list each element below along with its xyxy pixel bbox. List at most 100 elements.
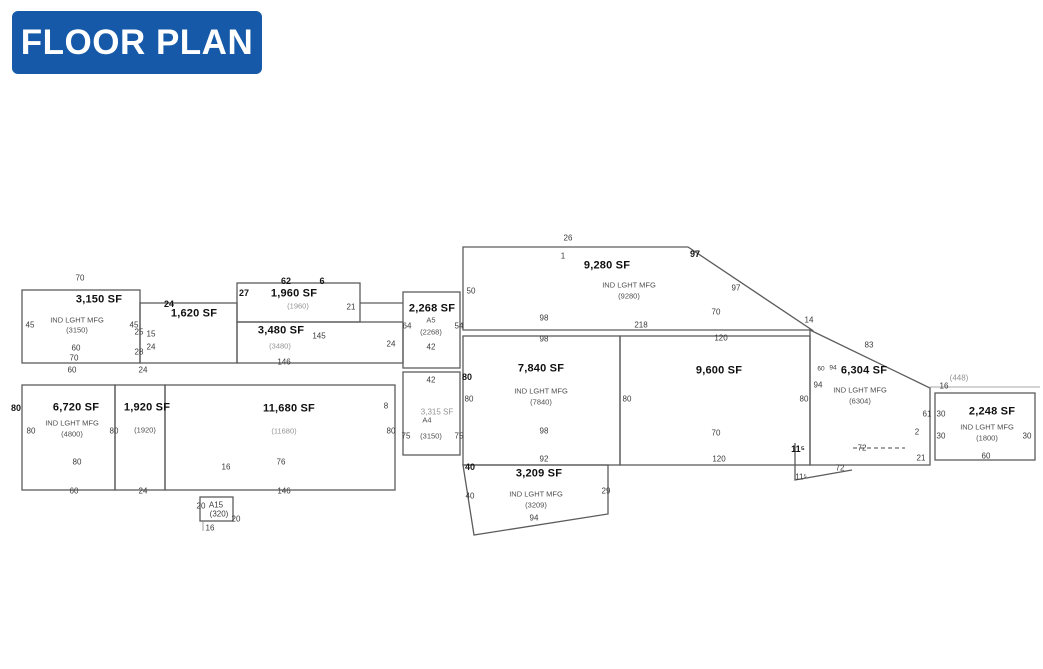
- dim-label: 16: [221, 462, 231, 472]
- unit-3150-code-label: (3150): [66, 325, 88, 335]
- unit-1960-sf-label: 1,960 SF: [270, 287, 318, 300]
- dim-label: 60: [69, 486, 79, 496]
- dim-label: 70: [711, 428, 721, 438]
- dim-label: 92: [539, 454, 549, 464]
- unit-9280-code-label: (9280): [618, 291, 640, 301]
- dim-label: 70: [75, 273, 85, 283]
- dim-label: 1: [560, 251, 566, 261]
- dim-label: 98: [539, 334, 549, 344]
- dim-label: 45: [129, 320, 139, 330]
- unit-3209-use-label: IND LGHT MFG: [509, 489, 563, 499]
- unit-3150-use-label: IND LGHT MFG: [50, 315, 104, 325]
- unit-2248-sf-label: 2,248 SF: [968, 405, 1016, 418]
- unit-a4-suite-label: A4: [422, 415, 432, 425]
- dim-label: 54: [454, 321, 464, 331]
- dim-label: 72: [857, 443, 867, 453]
- unit-11680-outline: [164, 384, 396, 491]
- dim-label: 24: [138, 486, 148, 496]
- dim-label: 75: [454, 431, 464, 441]
- unit-1920-code-label: (1920): [134, 425, 156, 435]
- unit-2248-code-label: (1800): [976, 433, 998, 443]
- dim-label: 80: [386, 426, 396, 436]
- unit-2268-suite-label: A5: [426, 315, 436, 325]
- dim-label: 42: [426, 375, 436, 385]
- dim-label: 80: [10, 402, 22, 413]
- unit-2268-code-label: (2268): [420, 327, 442, 337]
- dim-label: 98: [539, 313, 549, 323]
- dim-label: 20: [231, 514, 241, 524]
- dim-label: 80: [461, 371, 473, 382]
- unit-3209-code-label: (3209): [525, 500, 547, 510]
- unit-a15-suite-label: A15: [208, 500, 224, 510]
- dim-label: (448): [949, 373, 969, 383]
- unit-a4-outline: [402, 371, 461, 456]
- unit-11680-sf-label: 11,680 SF: [263, 402, 315, 415]
- dim-label: 30: [936, 409, 946, 419]
- dim-label: 8: [383, 401, 389, 411]
- unit-6720-sf-label: 6,720 SF: [52, 401, 100, 414]
- dim-label: 70: [711, 307, 721, 317]
- dim-label: 2: [914, 427, 920, 437]
- dim-label: 218: [634, 320, 648, 330]
- dim-label: 21: [916, 453, 926, 463]
- unit-2268-outline: [402, 291, 461, 369]
- unit-6304-sf-label: 6,304 SF: [840, 364, 888, 377]
- dim-label: 146: [277, 486, 291, 496]
- dim-label: 98: [539, 426, 549, 436]
- dim-label: 11⁵: [795, 472, 807, 482]
- dim-label: 120: [714, 333, 728, 343]
- unit-11680-code-label: (11680): [271, 426, 297, 436]
- dim-label: 27: [238, 287, 250, 298]
- dim-label: 28: [134, 347, 144, 357]
- dim-label: 24: [386, 339, 396, 349]
- dim-label: 61: [922, 409, 932, 419]
- dim-label: 60: [981, 451, 991, 461]
- unit-6720-code-label: (4800): [61, 429, 83, 439]
- dim-label: 145: [312, 331, 326, 341]
- unit-6304-code-label: (6304): [849, 396, 871, 406]
- dim-label: 76: [276, 457, 286, 467]
- unit-7840-sf-label: 7,840 SF: [517, 362, 565, 375]
- dim-label: 60: [817, 365, 825, 373]
- dim-label: 24: [146, 342, 156, 352]
- dim-label: 94: [829, 364, 837, 372]
- unit-2248-outline: [934, 392, 1036, 461]
- dim-label: 16: [205, 523, 215, 533]
- dim-label: 24: [138, 365, 148, 375]
- dim-label: 42: [426, 342, 436, 352]
- unit-1960-code-label: (1960): [287, 301, 309, 311]
- dim-label: 29: [601, 486, 611, 496]
- dim-label: 75: [401, 431, 411, 441]
- dim-label: 80: [72, 457, 82, 467]
- unit-3150-sf-label: 3,150 SF: [75, 293, 123, 306]
- dim-label: 50: [466, 286, 476, 296]
- unit-6304-outline: [809, 328, 931, 466]
- unit-9280-use-label: IND LGHT MFG: [602, 280, 656, 290]
- dim-label: 62: [280, 275, 292, 286]
- unit-3209-sf-label: 3,209 SF: [515, 467, 563, 480]
- dim-label: 94: [813, 380, 823, 390]
- unit-3480-sf-label: 3,480 SF: [257, 324, 305, 337]
- unit-7840-code-label: (7840): [530, 397, 552, 407]
- dim-label: 72: [835, 463, 845, 473]
- unit-a15-outline: [199, 496, 234, 522]
- unit-9280-outline: [462, 246, 815, 331]
- unit-2268-sf-label: 2,268 SF: [408, 302, 456, 315]
- dim-label: 30: [936, 431, 946, 441]
- unit-9600-outline: [619, 335, 811, 466]
- dim-label: 120: [712, 454, 726, 464]
- dim-label: 6: [319, 275, 325, 286]
- unit-9280-sf-label: 9,280 SF: [583, 259, 631, 272]
- dim-label: 11⁵: [791, 443, 805, 454]
- dim-label: 94: [529, 513, 539, 523]
- dim-label: 64: [402, 321, 412, 331]
- dim-label: 80: [26, 426, 36, 436]
- unit-6304-use-label: IND LGHT MFG: [833, 385, 887, 395]
- unit-a4-code-label: (3150): [420, 431, 442, 441]
- dim-label: 97: [731, 283, 741, 293]
- unit-7840-use-label: IND LGHT MFG: [514, 386, 568, 396]
- dim-label: 80: [799, 394, 809, 404]
- dim-label: 40: [465, 491, 475, 501]
- dim-label: 40: [464, 461, 476, 472]
- dim-label: 25: [134, 327, 144, 337]
